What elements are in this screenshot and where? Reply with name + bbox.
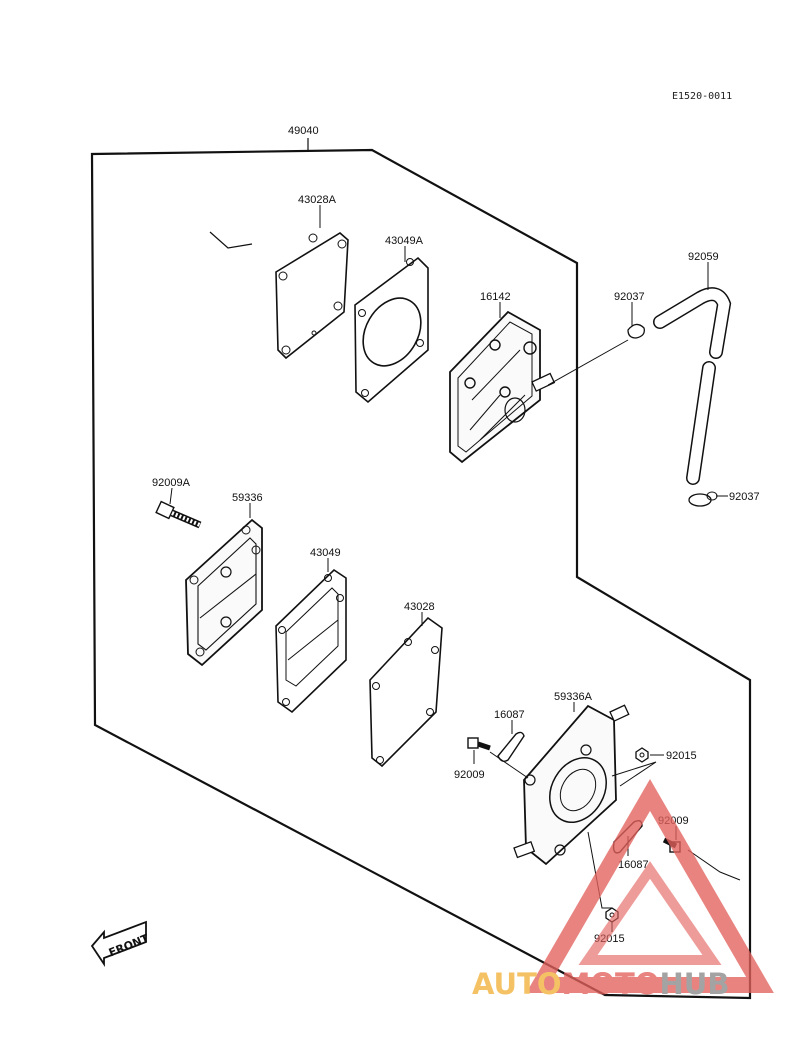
svg-text:AUTOMOTOHUB: AUTOMOTOHUB xyxy=(472,967,729,1001)
clip-92037-lower xyxy=(688,491,718,507)
front-arrow-icon: FRONT xyxy=(90,920,151,967)
gasket-43049a xyxy=(354,256,429,404)
screw-92009a xyxy=(155,500,202,529)
label-43049: 43049 xyxy=(310,547,341,559)
nut-92015-upper xyxy=(635,747,649,763)
label-92059: 92059 xyxy=(688,251,719,263)
hose-92059 xyxy=(653,287,732,485)
label-92037-upper: 92037 xyxy=(614,291,645,303)
label-92009-left: 92009 xyxy=(454,769,485,781)
gasket-43028a xyxy=(275,232,349,360)
label-43028a: 43028A xyxy=(298,194,337,206)
label-92015-upper: 92015 xyxy=(666,750,697,762)
drawing-code: E1520-0011 xyxy=(672,91,732,102)
leader-92009-right-b xyxy=(687,849,741,881)
leader-92015-lower-b xyxy=(587,831,612,909)
watermark-hub: HUB xyxy=(660,967,730,1001)
pump-body-59336a xyxy=(513,704,630,866)
label-16087-lower: 16087 xyxy=(618,859,649,871)
watermark-moto: MOTO xyxy=(562,967,660,1001)
label-16087-upper: 16087 xyxy=(494,709,525,721)
assembly-label: 49040 xyxy=(288,125,319,137)
pump-cover-16142 xyxy=(449,310,556,464)
watermark-triangle-icon xyxy=(526,779,774,993)
label-92009a: 92009A xyxy=(152,477,191,489)
label-16142: 16142 xyxy=(480,291,511,303)
watermark: AUTOMOTOHUB xyxy=(472,779,774,1001)
leader-92009-left-b xyxy=(489,751,529,779)
gasket-43049 xyxy=(275,568,347,714)
label-59336: 59336 xyxy=(232,492,263,504)
watermark-auto: AUTO xyxy=(472,967,562,1001)
label-92037-lower: 92037 xyxy=(729,491,760,503)
label-59336a: 59336A xyxy=(554,691,593,703)
valve-16087-upper xyxy=(497,731,525,763)
direction-mark xyxy=(209,231,253,249)
assembly-outline xyxy=(90,148,752,1000)
clip-92037-upper xyxy=(627,323,645,339)
pipe-leader xyxy=(547,339,629,386)
screw-92009-left xyxy=(467,737,491,751)
leader-92009a xyxy=(169,487,173,505)
label-43028: 43028 xyxy=(404,601,435,613)
label-43049a: 43049A xyxy=(385,235,424,247)
gasket-43028 xyxy=(369,616,443,768)
leader-92015-upper-b xyxy=(611,761,657,787)
plate-59336 xyxy=(185,518,263,667)
